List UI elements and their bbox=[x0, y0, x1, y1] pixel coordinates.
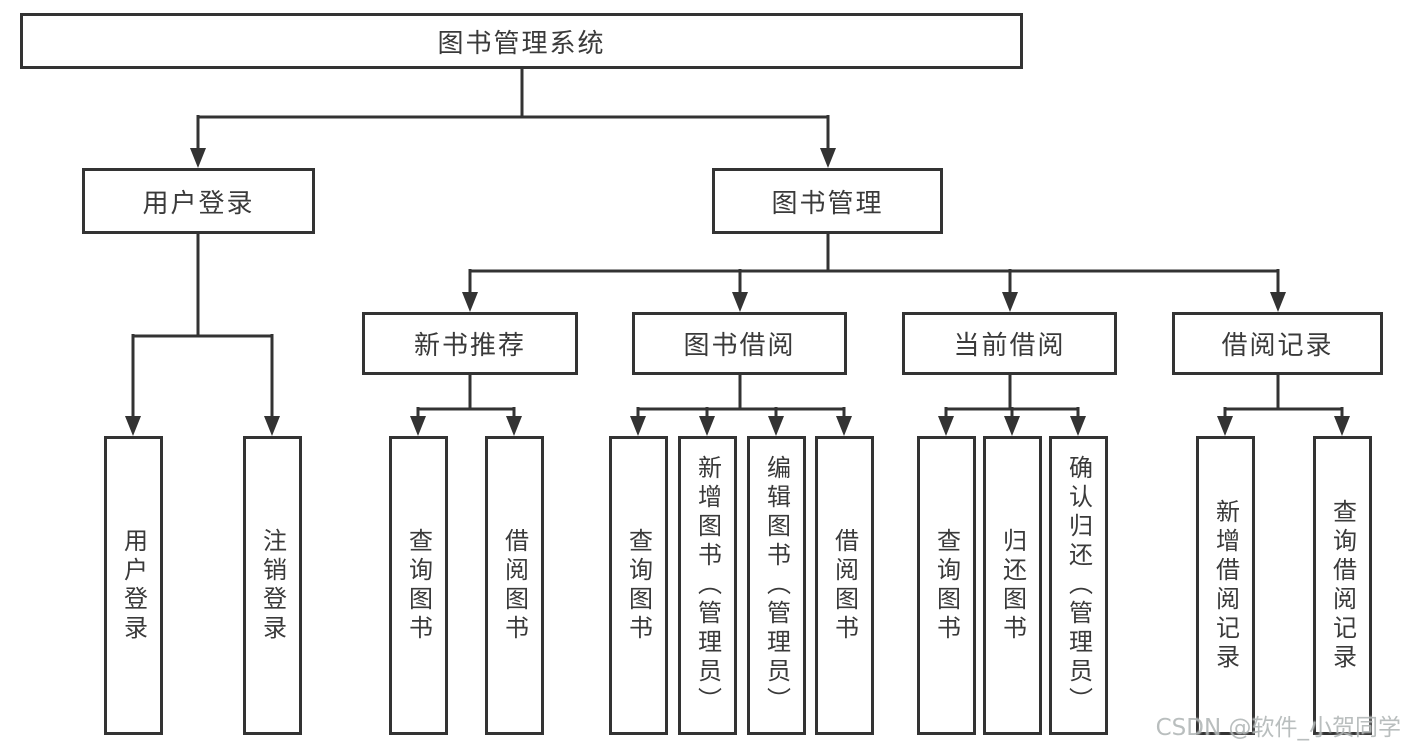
node-label: 图书借阅 bbox=[683, 331, 796, 361]
node-leaf-add-books-admin: 新增图书（管理员） bbox=[678, 436, 737, 735]
node-root-library-system: 图书管理系统 bbox=[20, 13, 1023, 69]
csdn-watermark: CSDN @软件_小贺同学 bbox=[1155, 715, 1401, 741]
node-label: 新增图书（管理员） bbox=[693, 455, 722, 716]
node-leaf-query-books-borrow: 查询图书 bbox=[609, 436, 668, 735]
node-leaf-edit-books-admin: 编辑图书（管理员） bbox=[747, 436, 806, 735]
node-label: 新增借阅记录 bbox=[1211, 498, 1240, 673]
node-label: 新书推荐 bbox=[413, 331, 526, 361]
node-label: 查询借阅记录 bbox=[1328, 498, 1357, 673]
node-label: 注销登录 bbox=[258, 527, 287, 644]
node-leaf-query-borrow-record: 查询借阅记录 bbox=[1313, 436, 1372, 735]
node-label: 查询图书 bbox=[932, 527, 961, 644]
node-label: 查询图书 bbox=[624, 527, 653, 644]
node-leaf-query-books-current: 查询图书 bbox=[917, 436, 976, 735]
node-label: 编辑图书（管理员） bbox=[762, 455, 791, 716]
node-label: 当前借阅 bbox=[953, 331, 1066, 361]
node-label: 确认归还（管理员） bbox=[1064, 455, 1093, 716]
node-label: 用户登录 bbox=[142, 188, 255, 219]
node-leaf-query-books-recommend: 查询图书 bbox=[389, 436, 448, 735]
node-leaf-logout: 注销登录 bbox=[243, 436, 302, 735]
node-label: 用户登录 bbox=[119, 527, 148, 644]
node-leaf-user-login: 用户登录 bbox=[104, 436, 163, 735]
node-book-borrow: 图书借阅 bbox=[632, 312, 847, 375]
node-label: 查询图书 bbox=[404, 527, 433, 644]
node-label: 借阅记录 bbox=[1221, 331, 1334, 361]
node-leaf-return-books: 归还图书 bbox=[983, 436, 1042, 735]
node-label: 图书管理系统 bbox=[437, 28, 606, 59]
arrowheads bbox=[125, 148, 1350, 436]
node-label: 归还图书 bbox=[998, 527, 1027, 644]
node-leaf-add-borrow-record: 新增借阅记录 bbox=[1196, 436, 1255, 735]
node-borrow-records: 借阅记录 bbox=[1172, 312, 1383, 375]
node-book-management-module: 图书管理 bbox=[712, 168, 943, 234]
node-label: 借阅图书 bbox=[830, 527, 859, 644]
node-current-borrow: 当前借阅 bbox=[902, 312, 1117, 375]
node-leaf-borrow-books-recommend: 借阅图书 bbox=[485, 436, 544, 735]
node-new-book-recommend: 新书推荐 bbox=[362, 312, 578, 375]
node-leaf-borrow-books: 借阅图书 bbox=[815, 436, 874, 735]
node-user-login-module: 用户登录 bbox=[82, 168, 315, 234]
node-leaf-confirm-return-admin: 确认归还（管理员） bbox=[1049, 436, 1108, 735]
node-label: 借阅图书 bbox=[500, 527, 529, 644]
node-label: 图书管理 bbox=[771, 188, 884, 219]
